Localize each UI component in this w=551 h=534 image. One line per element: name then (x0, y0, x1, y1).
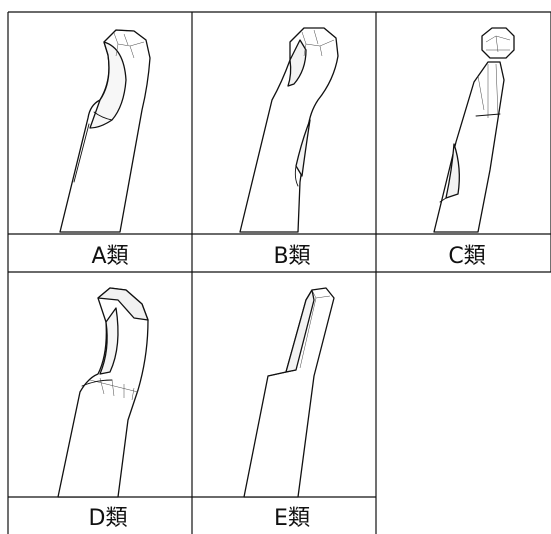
cell-d-label: D類 (89, 506, 128, 531)
cell-e-label: E類 (274, 506, 310, 531)
curved-boring-tool-icon (59, 29, 151, 233)
ball-tip-tool-icon (433, 27, 515, 233)
straight-stepped-tool-icon (243, 287, 335, 498)
cell-e: E類 (243, 287, 335, 531)
cell-a-label: A類 (91, 244, 128, 269)
hooked-boring-tool-icon (57, 287, 149, 498)
cell-b-label: B類 (273, 244, 310, 269)
cell-c: C類 (433, 27, 515, 269)
cell-d: D類 (57, 287, 149, 531)
s-curve-boring-tool-icon (239, 27, 339, 233)
cell-c-label: C類 (448, 244, 485, 269)
cell-a: A類 (59, 29, 151, 269)
cell-b: B類 (239, 27, 339, 269)
